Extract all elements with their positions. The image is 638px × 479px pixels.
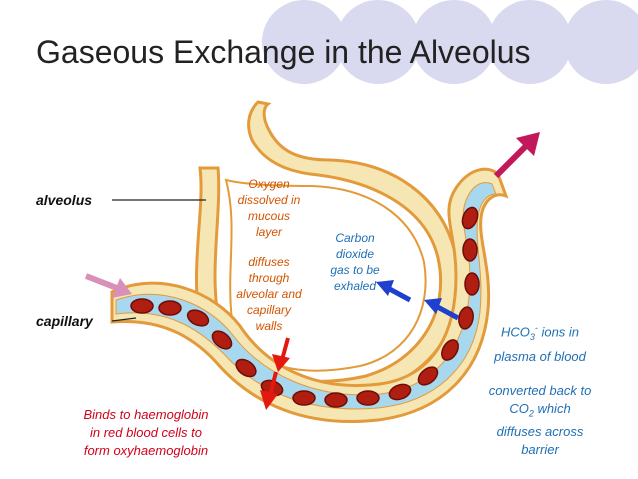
converted-label: converted back to CO2 which diffuses acr… bbox=[466, 382, 614, 459]
label-line: capillary bbox=[246, 303, 291, 317]
hco3-label: HCO3- ions in plasma of blood bbox=[470, 318, 610, 367]
co2-base: CO bbox=[509, 401, 529, 416]
alveolus-space bbox=[224, 178, 427, 372]
red-blood-cell bbox=[235, 358, 257, 378]
red-blood-cell bbox=[464, 272, 480, 296]
capillary-leader-line bbox=[111, 317, 137, 322]
decorative-circle bbox=[262, 0, 346, 84]
blue-co2-arrow-icon bbox=[376, 280, 460, 321]
oxygen-dissolved-label: Oxygen dissolved in mucous layer bbox=[224, 176, 314, 240]
red-diffusion-arrow-icon bbox=[260, 337, 290, 410]
hco3-rest: ions in bbox=[537, 324, 580, 340]
label-line: CO2 which bbox=[466, 400, 614, 423]
red-blood-cell bbox=[130, 298, 154, 314]
decorative-circle bbox=[336, 0, 420, 84]
red-blood-cell bbox=[211, 330, 233, 350]
capillary-label: capillary bbox=[36, 313, 93, 329]
label-line: gas to be bbox=[330, 263, 380, 277]
red-blood-cell bbox=[388, 383, 412, 401]
label-line: mucous bbox=[247, 209, 291, 223]
decorative-circle bbox=[412, 0, 496, 84]
red-blood-cell bbox=[292, 390, 316, 406]
label-line: Binds to haemoglobin bbox=[83, 407, 209, 422]
label-line: in red blood cells to bbox=[89, 425, 202, 440]
hco3-superscript: - bbox=[534, 323, 538, 333]
label-line: dioxide bbox=[335, 247, 375, 261]
arrow-out-icon bbox=[493, 132, 540, 179]
red-blood-cell bbox=[158, 300, 182, 316]
label-line: diffuses bbox=[248, 255, 290, 269]
red-blood-cell bbox=[441, 339, 459, 361]
alveolus-label: alveolus bbox=[36, 192, 93, 208]
hco3-base: HCO bbox=[500, 324, 530, 340]
co2-exhaled-label: Carbon dioxide gas to be exhaled bbox=[318, 230, 392, 294]
red-blood-cell bbox=[324, 392, 348, 408]
label-line: HCO3- ions in bbox=[470, 318, 610, 347]
red-blood-cell bbox=[458, 306, 474, 330]
label-line: through bbox=[248, 271, 290, 285]
red-blood-cell bbox=[417, 366, 439, 386]
label-line: diffuses across bbox=[496, 423, 584, 439]
label-line: Carbon bbox=[335, 231, 375, 245]
label-line: layer bbox=[255, 225, 282, 239]
label-line: barrier bbox=[521, 441, 559, 457]
label-line: plasma of blood bbox=[494, 348, 586, 364]
arrow-in-icon bbox=[84, 273, 132, 298]
red-blood-cell bbox=[356, 390, 380, 406]
label-line: exhaled bbox=[333, 279, 377, 293]
slide-title: Gaseous Exchange in the Alveolus bbox=[36, 34, 531, 70]
label-line: alveolar and bbox=[236, 287, 302, 301]
co2-subscript: 2 bbox=[528, 408, 534, 419]
label-line: Oxygen bbox=[248, 177, 290, 191]
label-line: form oxyhaemoglobin bbox=[83, 443, 209, 458]
label-line: walls bbox=[255, 319, 283, 333]
hco3-subscript: 3 bbox=[529, 331, 535, 342]
red-blood-cell bbox=[462, 238, 478, 262]
diffuses-label: diffuses through alveolar and capillary … bbox=[224, 254, 314, 334]
decorative-circle bbox=[564, 0, 638, 84]
capillary-wall bbox=[110, 167, 509, 424]
binds-haemoglobin-label: Binds to haemoglobin in red blood cells … bbox=[56, 406, 236, 460]
red-blood-cell bbox=[461, 206, 479, 230]
capillary-plasma bbox=[115, 182, 497, 410]
co2-rest: which bbox=[533, 401, 571, 416]
label-line: dissolved in bbox=[237, 193, 301, 207]
decorative-circle bbox=[488, 0, 572, 84]
label-line: converted back to bbox=[488, 383, 592, 398]
red-blood-cell bbox=[186, 309, 210, 327]
